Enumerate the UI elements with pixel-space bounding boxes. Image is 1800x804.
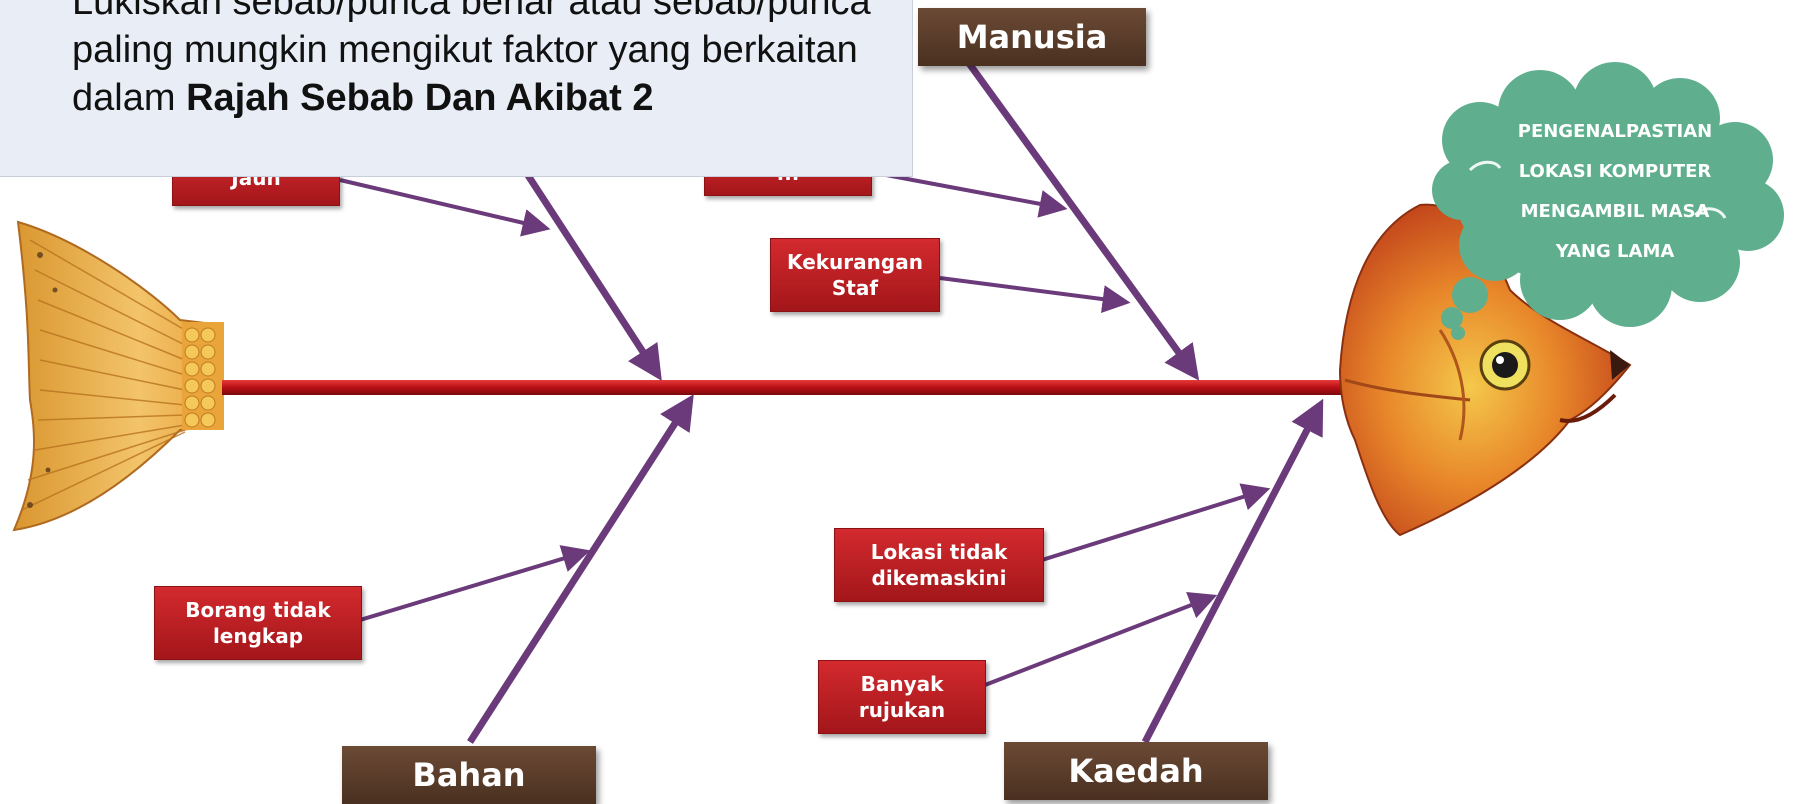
fishbone-spine <box>222 380 1342 395</box>
instruction-bold: Rajah Sebab Dan Akibat 2 <box>186 77 654 119</box>
arrow-partial <box>869 170 1068 218</box>
category-kaedah-label: Kaedah <box>1068 752 1204 790</box>
thought-cloud <box>1432 62 1784 340</box>
fish-tail-illustration <box>12 220 224 532</box>
category-bahan: Bahan <box>342 746 596 804</box>
cause-borang-line1: Borang tidak <box>185 598 331 622</box>
cause-box-banyak-rujukan: Banyak rujukan <box>818 660 986 734</box>
cause-lokasi-line1: Lokasi tidak <box>870 540 1008 564</box>
effect-line-3: MENGAMBIL MASA <box>1520 201 1710 222</box>
arrow-kekurangan-staf <box>939 276 1131 314</box>
cause-kekurangan-staf-line1: Kekurangan <box>787 250 923 274</box>
cause-box-borang-tidak-lengkap: Borang tidak lengkap <box>154 586 362 660</box>
instruction-text: Lukiskan sebab/punca benar atau sebab/pu… <box>72 0 902 122</box>
bone-kaedah <box>1141 398 1324 744</box>
cause-banyak-rujukan-line1: Banyak <box>860 672 944 696</box>
arrow-lokasi <box>1041 483 1271 562</box>
cause-lokasi-line2: dikemaskini <box>871 566 1007 590</box>
bone-manusia <box>965 59 1200 381</box>
effect-line-1: PENGENALPASTIAN <box>1517 121 1713 142</box>
cause-borang-line2: lengkap <box>212 624 304 648</box>
cause-kekurangan-staf-line2: Staf <box>831 276 879 300</box>
bone-bahan <box>467 394 694 744</box>
cause-box-kekurangan-staf: Kekurangan Staf <box>770 238 940 312</box>
category-manusia-label: Manusia <box>956 18 1108 56</box>
effect-line-2: LOKASI KOMPUTER <box>1518 161 1712 182</box>
arrow-jauh <box>339 178 551 237</box>
effect-line-4: YANG LAMA <box>1555 241 1675 262</box>
bone-upper-left <box>502 138 662 381</box>
cause-banyak-rujukan-line2: rujukan <box>858 698 946 722</box>
category-bahan-label: Bahan <box>412 756 526 794</box>
effect-statement: PENGENALPASTIAN LOKASI KOMPUTER MENGAMBI… <box>1490 112 1740 272</box>
fish-head-illustration <box>1338 203 1632 537</box>
category-kaedah: Kaedah <box>1004 742 1268 800</box>
cause-box-lokasi-tidak-dikemaskini: Lokasi tidak dikemaskini <box>834 528 1044 602</box>
arrow-borang <box>359 545 591 622</box>
category-manusia: Manusia <box>918 8 1146 66</box>
instruction-panel: Lukiskan sebab/punca benar atau sebab/pu… <box>0 0 913 177</box>
arrow-banyak-rujukan <box>984 592 1218 687</box>
instruction-body: Lukiskan sebab/punca benar atau sebab/pu… <box>72 0 871 119</box>
